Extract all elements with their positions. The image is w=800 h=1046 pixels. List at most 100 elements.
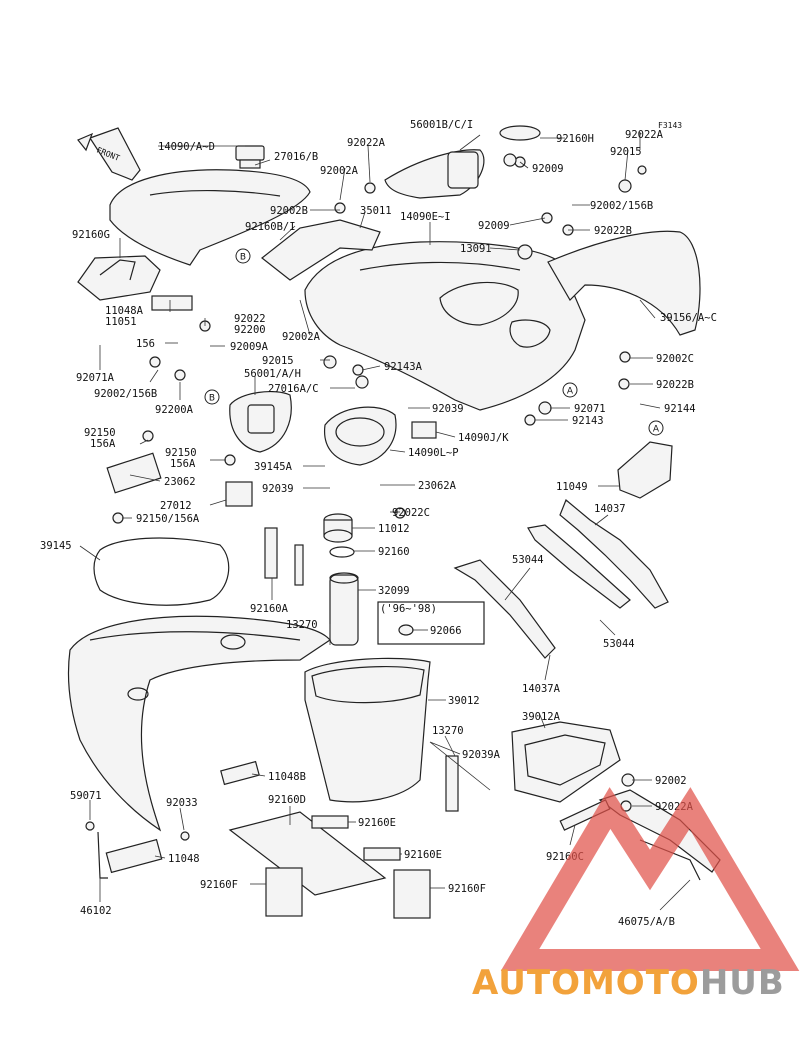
part-label: 27016A/C bbox=[268, 383, 319, 395]
part-label: 92150/156A bbox=[136, 513, 200, 525]
part-label: 11012 bbox=[378, 523, 410, 535]
part-label: 92160E bbox=[404, 849, 442, 861]
part-label: 11051 bbox=[105, 316, 137, 328]
part-label: 92143A bbox=[384, 361, 423, 373]
part-label: 92160F bbox=[200, 879, 238, 891]
part-label: 92160B/I bbox=[245, 221, 296, 233]
part-label: 59071 bbox=[70, 790, 102, 802]
callout-a-1 bbox=[562, 382, 578, 398]
part-label: 92009 bbox=[478, 220, 510, 232]
part-label: 92200 bbox=[234, 324, 266, 336]
part-label: 92022B bbox=[594, 225, 632, 237]
part-label: 13091 bbox=[460, 243, 492, 255]
leader-lines bbox=[79, 132, 691, 911]
part-label: 23062 bbox=[164, 476, 196, 488]
part-label: 92160G bbox=[72, 229, 110, 241]
part-label: 92002A bbox=[282, 331, 321, 343]
part-label: ('96~'98) bbox=[380, 603, 437, 615]
part-label: 23062A bbox=[418, 480, 457, 492]
part-label: 13270 bbox=[432, 725, 464, 737]
part-label: 39012A bbox=[522, 711, 561, 723]
part-label: 156A bbox=[170, 458, 196, 470]
part-label: 46075/A/B bbox=[618, 916, 675, 928]
part-label: 92150 bbox=[84, 427, 116, 439]
part-label: 14037A bbox=[522, 683, 561, 695]
part-labels: F3143 FRONT 14090/A~D 27016/B 92022A 560… bbox=[40, 119, 717, 928]
part-label: 53044 bbox=[603, 638, 635, 650]
part-label: 92033 bbox=[166, 797, 198, 809]
part-label: 92160E bbox=[358, 817, 396, 829]
part-label: 35011 bbox=[360, 205, 392, 217]
callout-a-2-label: A bbox=[653, 425, 660, 435]
watermark-brand-part2: HUB bbox=[700, 963, 785, 1003]
callout-b-2-label: B bbox=[209, 394, 215, 404]
part-label: 14037 bbox=[594, 503, 626, 515]
hull-part bbox=[67, 615, 331, 832]
part-label: 13270 bbox=[286, 619, 318, 631]
part-label: 92015 bbox=[610, 146, 642, 158]
callout-b-1 bbox=[235, 248, 251, 264]
callouts: B B A A bbox=[204, 248, 664, 436]
part-label: 92009A bbox=[230, 341, 269, 353]
part-label: 156A bbox=[90, 438, 116, 450]
part-label: 92022B bbox=[656, 379, 694, 391]
part-label: 39012 bbox=[448, 695, 480, 707]
part-label: 92039 bbox=[432, 403, 464, 415]
watermark-text: AUTOMOTOHUB bbox=[472, 963, 785, 1003]
part-label: 92002B bbox=[270, 205, 308, 217]
part-label: 14090/A~D bbox=[158, 141, 215, 153]
part-label: 92002 bbox=[655, 775, 687, 787]
part-label: 46102 bbox=[80, 905, 112, 917]
part-label: 92002C bbox=[656, 353, 694, 365]
part-label: 92002/156B bbox=[590, 200, 653, 212]
part-label: 39156/A~C bbox=[660, 312, 717, 324]
part-label: 92066 bbox=[430, 625, 462, 637]
part-label: 92160D bbox=[268, 794, 306, 806]
watermark-brand-part1: AUTOMOTO bbox=[472, 963, 700, 1003]
part-label: 92143 bbox=[572, 415, 604, 427]
callout-a-1-label: A bbox=[567, 387, 574, 397]
part-label: 56001/A/H bbox=[244, 368, 301, 380]
part-label: 27012 bbox=[160, 500, 192, 512]
part-label: 39145 bbox=[40, 540, 72, 552]
part-label: 11048A bbox=[105, 305, 144, 317]
part-label: 11048B bbox=[268, 771, 306, 783]
part-label: 53044 bbox=[512, 554, 544, 566]
part-label: 92160H bbox=[556, 133, 594, 145]
part-label: 92144 bbox=[664, 403, 696, 415]
part-label: 92022 bbox=[234, 313, 266, 325]
callout-a-2 bbox=[648, 420, 664, 436]
part-label: 92150 bbox=[165, 447, 197, 459]
part-label: 92200A bbox=[155, 404, 194, 416]
part-label: 92022A bbox=[347, 137, 386, 149]
part-label: 92039 bbox=[262, 483, 294, 495]
callout-b-2 bbox=[204, 389, 220, 405]
part-label: 92002/156B bbox=[94, 388, 157, 400]
part-label: 27016/B bbox=[274, 151, 318, 163]
part-drawings bbox=[67, 125, 721, 919]
watermark-triangle-icon bbox=[500, 787, 800, 971]
part-label: 92022A bbox=[625, 129, 664, 141]
part-label: 92071 bbox=[574, 403, 606, 415]
part-label: 14090L~P bbox=[408, 447, 459, 459]
part-label: 32099 bbox=[378, 585, 410, 597]
callout-b-1-label: B bbox=[240, 253, 246, 263]
part-label: 14090E~I bbox=[400, 211, 451, 223]
part-label: 92022C bbox=[392, 507, 430, 519]
hood-part bbox=[304, 241, 586, 411]
part-label: 92002A bbox=[320, 165, 359, 177]
front-arrow-icon bbox=[77, 127, 141, 181]
part-label: 11049 bbox=[556, 481, 588, 493]
ref-code: F3143 bbox=[658, 121, 682, 130]
part-label: 92009 bbox=[532, 163, 564, 175]
watermark: AUTOMOTOHUB bbox=[472, 787, 800, 1003]
part-label: 56001B/C/I bbox=[410, 119, 473, 131]
part-label: 92071A bbox=[76, 372, 115, 384]
part-label: 92160 bbox=[378, 546, 410, 558]
storage-bin-part bbox=[304, 657, 431, 803]
part-label: 92039A bbox=[462, 749, 501, 761]
part-label: 39145A bbox=[254, 461, 293, 473]
part-label: 92160A bbox=[250, 603, 289, 615]
part-label: 92015 bbox=[262, 355, 294, 367]
